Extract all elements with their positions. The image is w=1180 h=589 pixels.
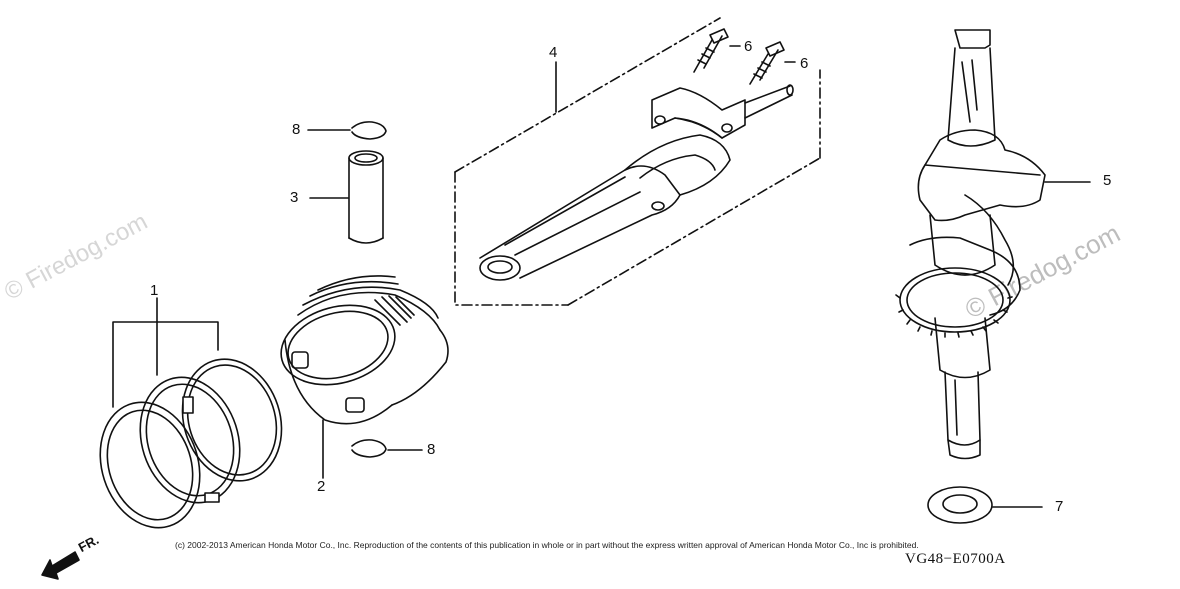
callout-5: 5 — [1103, 172, 1112, 189]
front-direction-arrow — [41, 551, 80, 580]
pin-clip-bottom — [351, 439, 423, 458]
piston — [280, 275, 449, 479]
crankshaft — [895, 29, 1046, 460]
piston-rings — [99, 297, 283, 529]
pin-clip-top — [307, 121, 387, 140]
callout-7: 7 — [1055, 498, 1064, 515]
callout-8b: 8 — [427, 441, 436, 458]
connecting-rod-box — [454, 17, 821, 306]
callout-6a: 6 — [744, 38, 753, 55]
diagram-code: VG48−E0700A — [905, 551, 1006, 567]
washer — [927, 486, 1043, 524]
callout-2: 2 — [317, 478, 326, 495]
connecting-rod — [479, 84, 794, 281]
callout-1: 1 — [150, 282, 159, 299]
callout-6b: 6 — [800, 55, 809, 72]
callout-3: 3 — [290, 189, 299, 206]
rod-bolt-right — [749, 41, 796, 85]
callout-8a: 8 — [292, 121, 301, 138]
callout-4: 4 — [549, 44, 558, 61]
rod-bolt-left — [693, 28, 741, 73]
piston-pin — [309, 150, 384, 244]
copyright-notice: (c) 2002-2013 American Honda Motor Co., … — [175, 540, 919, 550]
